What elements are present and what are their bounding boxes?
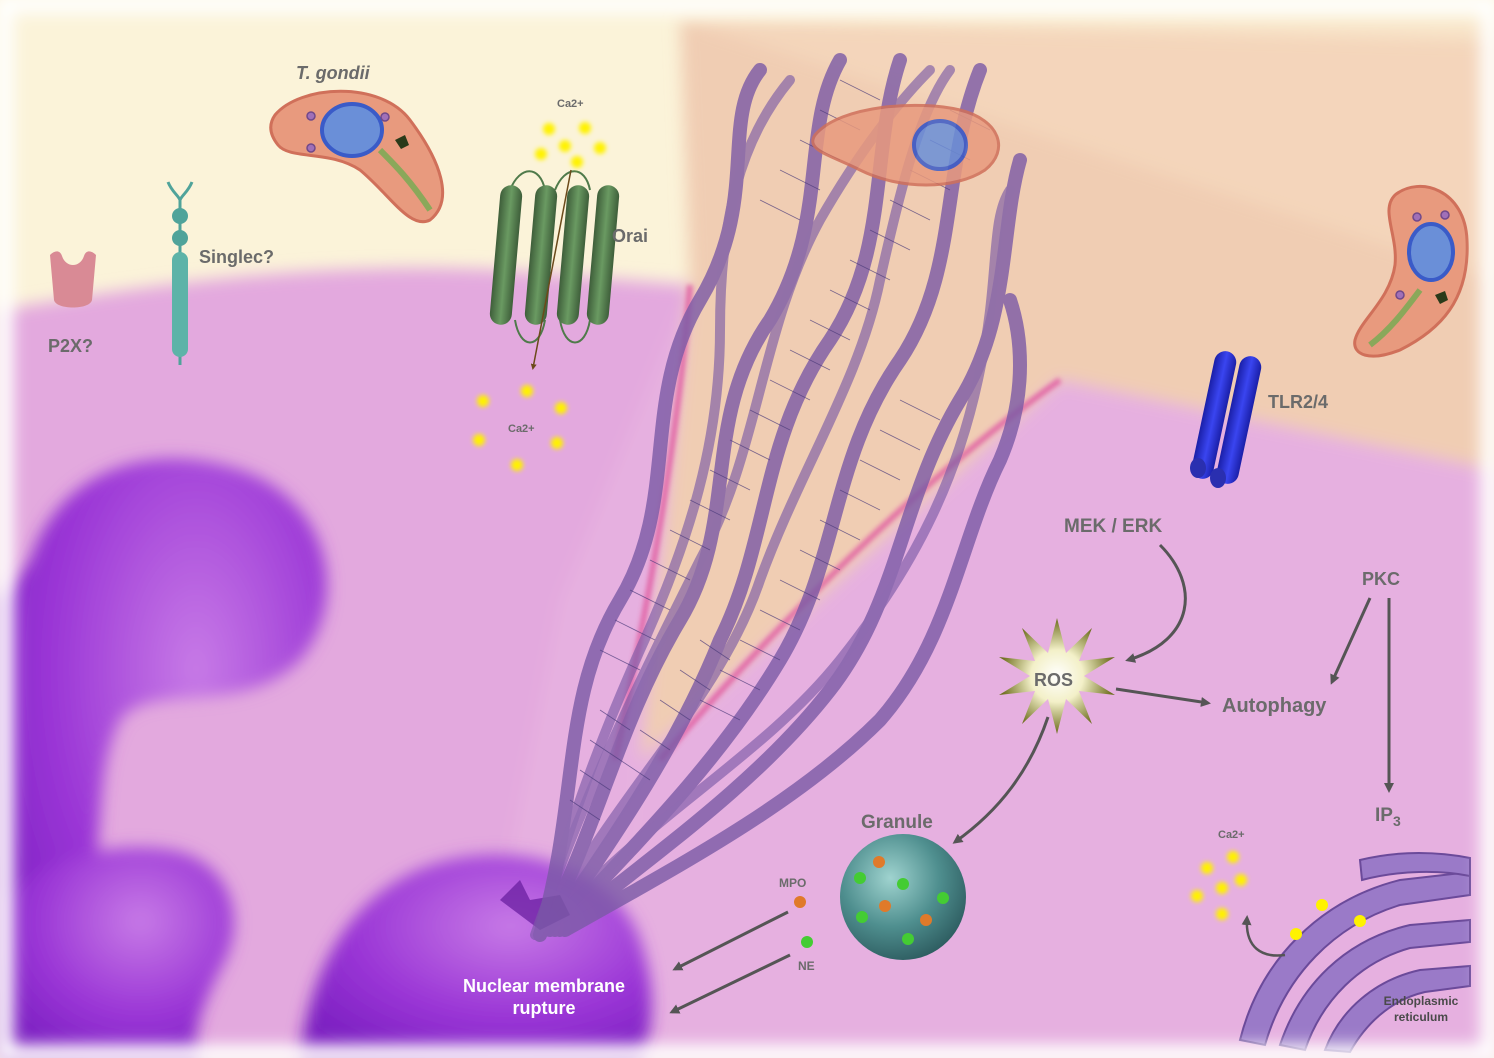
endoplasmic-reticulum	[1238, 852, 1471, 1054]
net-dna-strands	[530, 53, 1027, 942]
nuclear-rupture-label-line1: Nuclear membrane	[463, 976, 625, 996]
t-gondii-parasite-right	[1353, 185, 1469, 358]
mek-erk-label: MEK / ERK	[1064, 516, 1162, 537]
er-calcium-inside	[1290, 899, 1366, 940]
calcium-ions-intracellular	[473, 385, 567, 471]
tlr-receptor	[1190, 351, 1262, 488]
ca-er-label: Ca2+	[1218, 829, 1245, 841]
tlr-label: TLR2/4	[1268, 392, 1328, 412]
orai-label: Orai	[612, 226, 648, 246]
t-gondii-trapped	[811, 103, 1001, 187]
net-dna-rungs	[569, 79, 991, 821]
siglec-label: Singlec?	[199, 247, 274, 267]
t-gondii-label: T. gondii	[296, 63, 371, 83]
ne-dot	[801, 936, 813, 948]
arrow-ros-to-autophagy	[1115, 687, 1211, 707]
p2x-receptor	[50, 251, 96, 308]
ip3-label: IP3	[1375, 805, 1401, 829]
arrow-pkc-to-autophagy	[1330, 597, 1372, 685]
ne-label: NE	[798, 959, 815, 973]
arrow-er-calcium-release	[1241, 915, 1286, 957]
p2x-label: P2X?	[48, 336, 93, 356]
calcium-ions-extracellular	[535, 122, 606, 168]
ca-mid-label: Ca2+	[508, 423, 535, 435]
ca-top-label: Ca2+	[557, 98, 584, 110]
nucleus	[0, 458, 652, 1058]
calcium-ions-er	[1191, 851, 1247, 920]
ros-label: ROS	[1034, 670, 1073, 690]
granule	[840, 834, 966, 960]
granule-label: Granule	[861, 812, 933, 833]
er-label-line1: Endoplasmic	[1384, 994, 1459, 1008]
er-label-line2: reticulum	[1394, 1010, 1448, 1024]
mpo-dot	[794, 896, 806, 908]
arrow-mek-to-ros	[1125, 543, 1187, 663]
ros-starburst	[999, 618, 1115, 734]
arrow-mpo-to-nucleus	[672, 910, 789, 971]
mpo-label: MPO	[779, 876, 806, 890]
autophagy-label: Autophagy	[1222, 695, 1327, 717]
t-gondii-parasite-top	[269, 89, 445, 224]
arrow-ros-to-granule	[952, 716, 1050, 844]
nuclear-rupture-label-line2: rupture	[513, 998, 576, 1018]
arrow-ne-to-nucleus	[669, 953, 791, 1014]
orai-channel	[489, 169, 620, 370]
pkc-label: PKC	[1362, 569, 1400, 589]
siglec-receptor	[166, 181, 194, 365]
